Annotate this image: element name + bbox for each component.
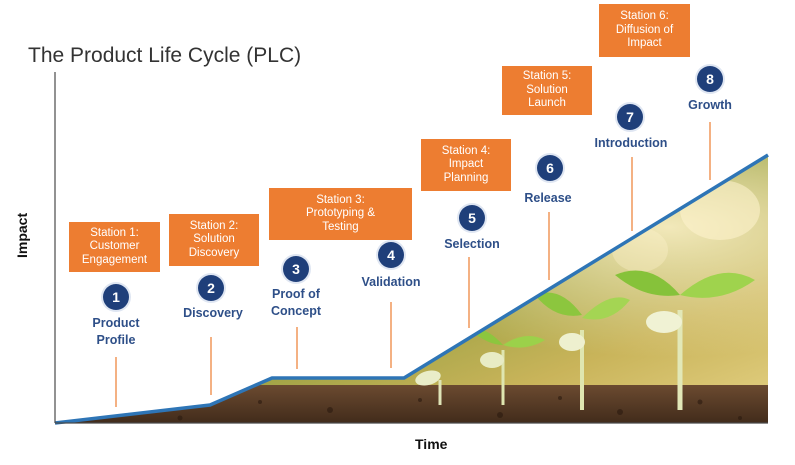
x-axis-label: Time [415,436,447,452]
stage-1-label: Product Profile [66,315,166,349]
y-axis-label: Impact [14,213,30,258]
stage-4-label: Validation [341,274,441,291]
stage-3-label: Proof of Concept [246,286,346,320]
stage-7-badge: 7 [617,104,643,130]
stage-3-tick [296,327,298,369]
stage-4-badge: 4 [378,242,404,268]
stage-8-tick [709,122,711,180]
station-box-6: Station 6: Diffusion of Impact [599,4,690,57]
stage-5-badge: 5 [459,205,485,231]
stage-8-badge: 8 [697,66,723,92]
station-box-2: Station 2: Solution Discovery [169,214,259,266]
diagram-title: The Product Life Cycle (PLC) [28,44,301,68]
stage-5-label: Selection [422,236,522,253]
stage-2-badge: 2 [198,275,224,301]
stage-5-tick [468,257,470,328]
station-box-1: Station 1: Customer Engagement [69,222,160,272]
stage-8-label: Growth [660,97,760,114]
stage-2-tick [210,337,212,395]
stage-7-label: Introduction [581,135,681,152]
stage-4-tick [390,302,392,368]
stage-3-badge: 3 [283,256,309,282]
stage-1-badge: 1 [103,284,129,310]
stage-1-tick [115,357,117,407]
stage-6-tick [548,212,550,280]
stage-7-tick [631,157,633,231]
stage-6-label: Release [498,190,598,207]
station-box-4: Station 4: Impact Planning [421,139,511,191]
station-box-3: Station 3: Prototyping & Testing [269,188,412,240]
stage-6-badge: 6 [537,155,563,181]
station-box-5: Station 5: Solution Launch [502,66,592,115]
